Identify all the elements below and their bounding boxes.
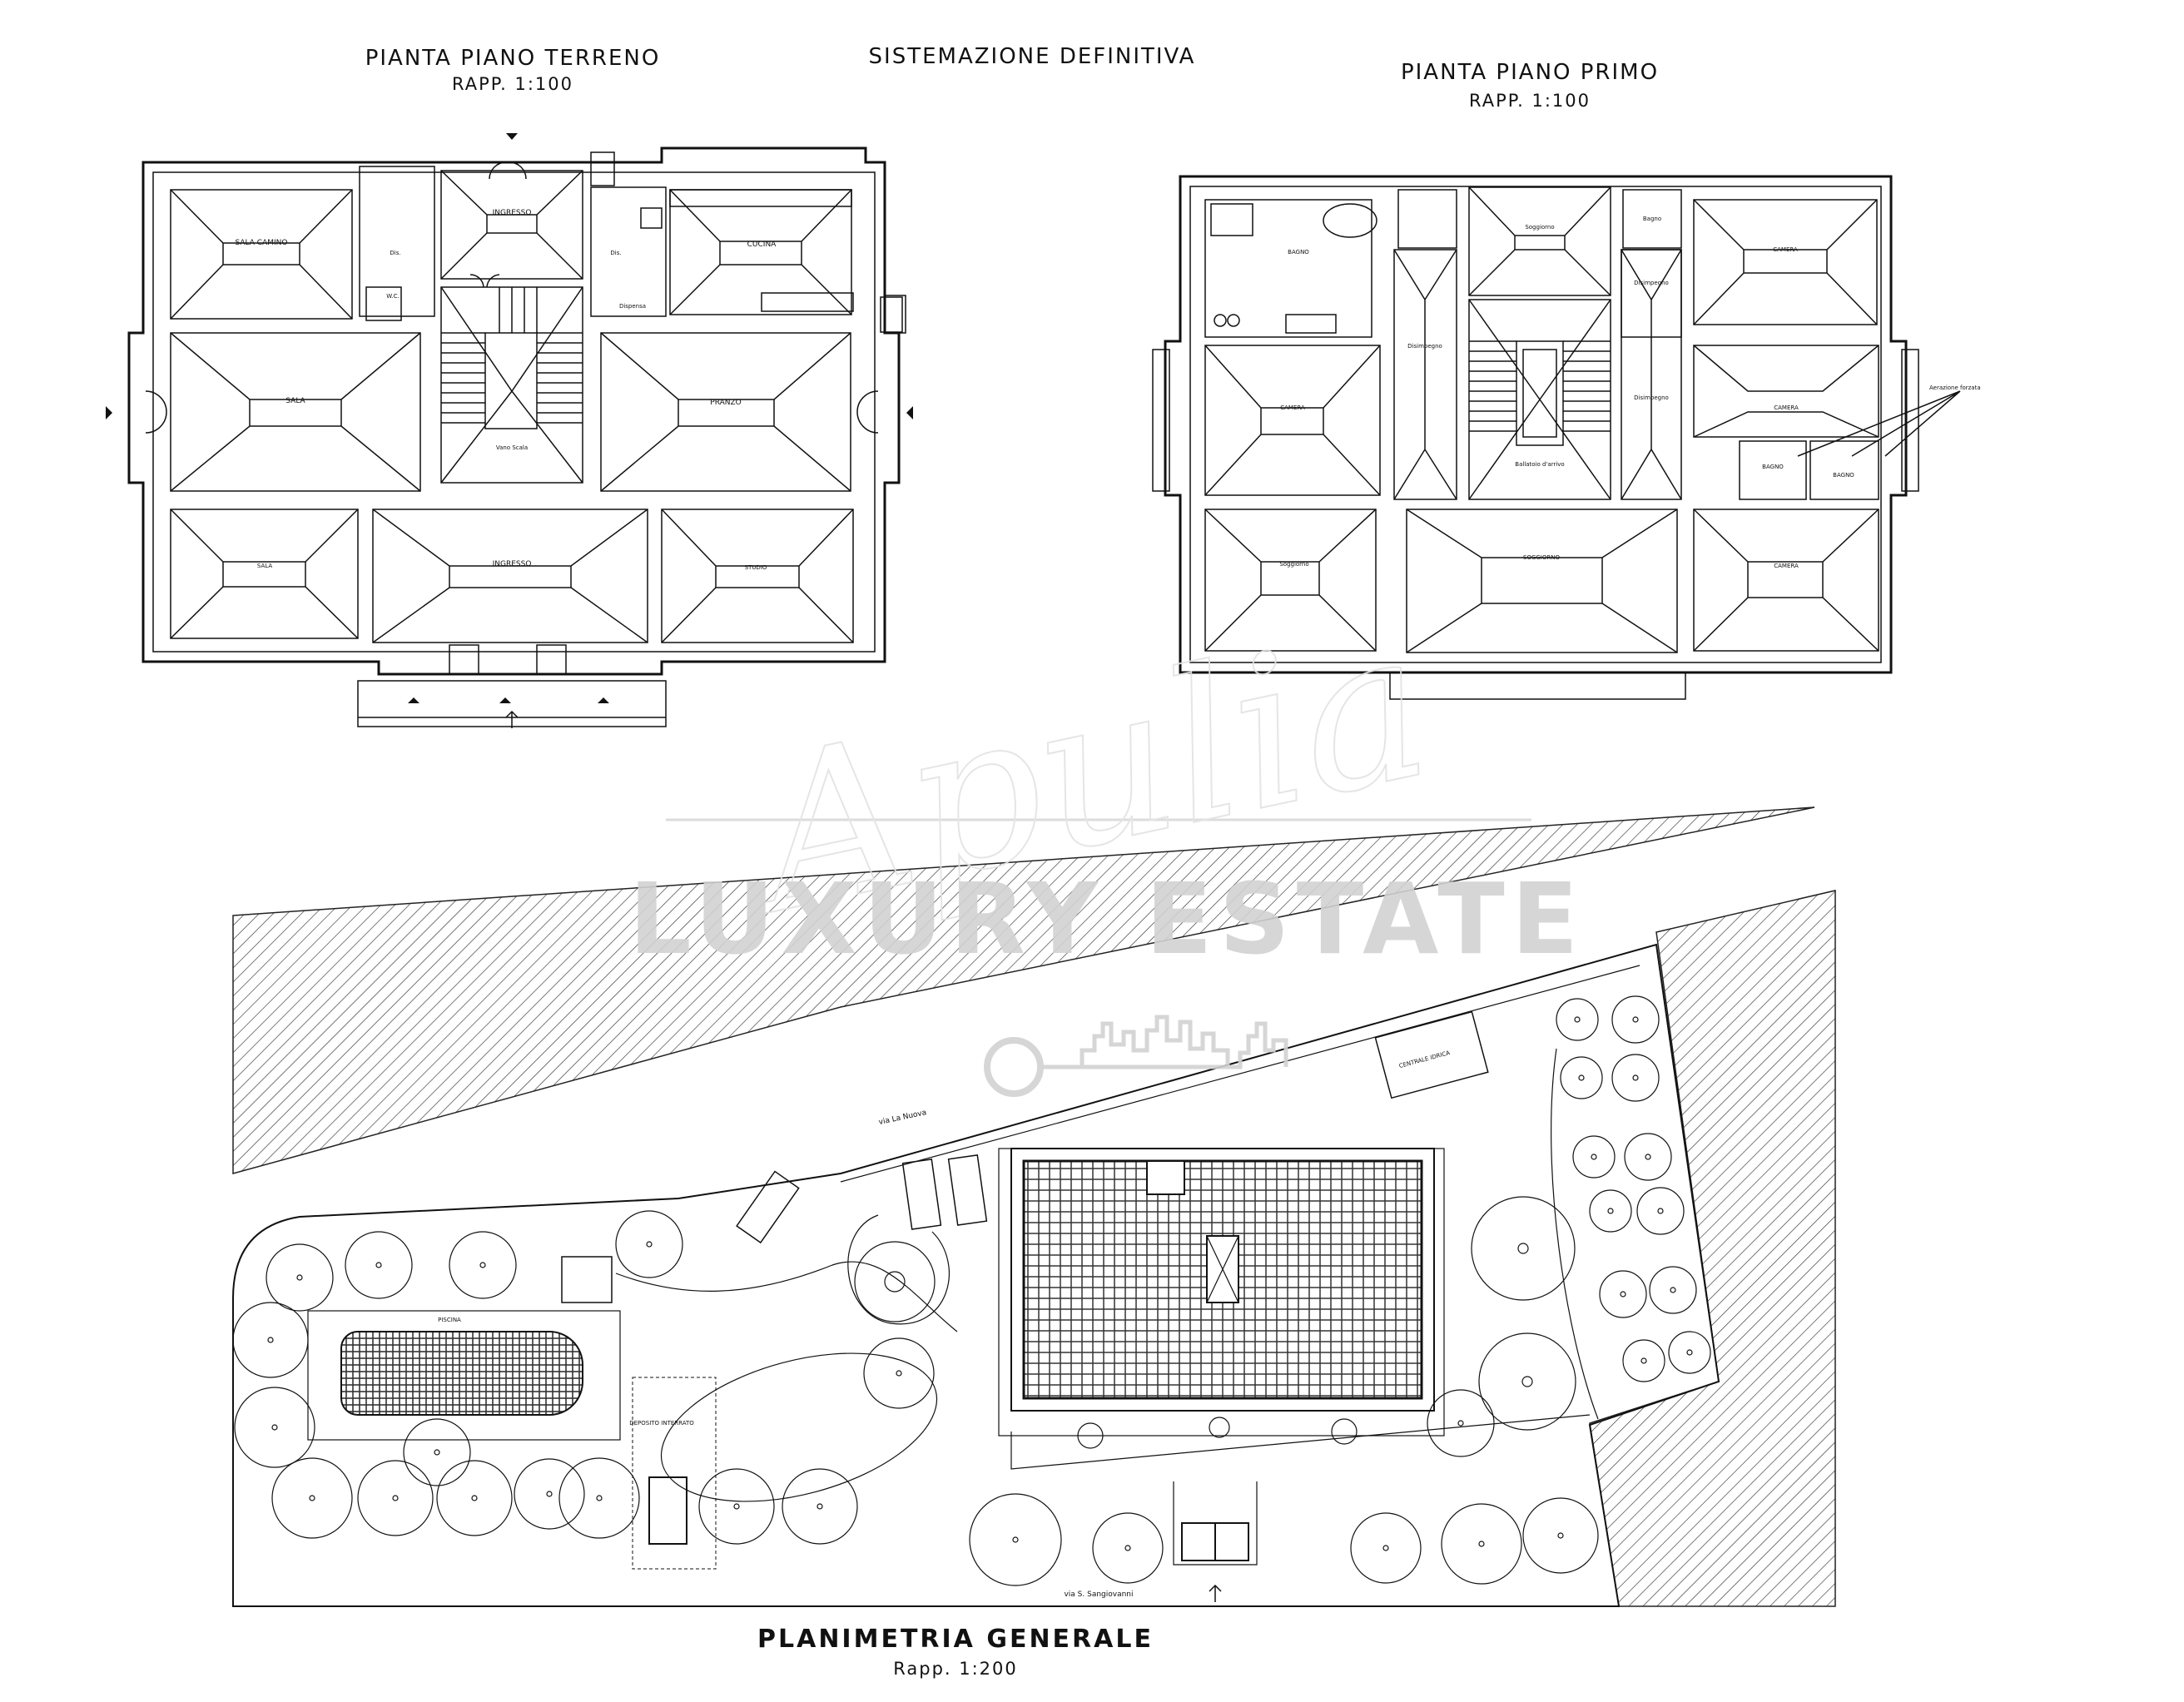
room-dis-left: Dis. <box>390 250 400 256</box>
room-disimpegno-left: Disimpegno <box>1407 343 1442 350</box>
ground-floor-scale: RAPP. 1:100 <box>452 74 573 94</box>
key-icon <box>984 1037 1044 1097</box>
room-disimpegno-right: Disimpegno <box>1634 394 1669 401</box>
street-via-la-nuova: via La Nuova <box>878 1109 927 1127</box>
label-deposito-interrato: DEPOSITO INTERRATO <box>629 1420 694 1427</box>
centrale-idrica <box>1374 1010 1489 1099</box>
first-floor-plan: PIANTA PIANO PRIMO RAPP. 1:100 <box>1152 60 1981 700</box>
room-soggiorno-main: SOGGIORNO <box>1523 554 1560 561</box>
room-pranzo: PRANZO <box>710 399 741 407</box>
room-sala-camino: SALA CAMINO <box>236 239 288 247</box>
room-bagno-left: BAGNO <box>1288 249 1309 256</box>
room-studio: STUDIO <box>745 564 767 571</box>
room-ballatoio: Ballatoio d'arrivo <box>1515 461 1564 468</box>
watermark-main: LUXURY ESTATE <box>629 861 1586 976</box>
hatched-area-north <box>232 806 1815 1174</box>
label-centrale-idrica: CENTRALE IDRICA <box>1398 1049 1451 1069</box>
skyline-icon <box>1040 1015 1288 1069</box>
ground-floor-outer-wall <box>127 146 901 676</box>
site-plan-scale: Rapp. 1:200 <box>893 1659 1018 1679</box>
room-disimpegno-top: Disimpegno <box>1634 280 1669 286</box>
room-sala-bottom: SALA <box>257 563 272 569</box>
room-cucina: CUCINA <box>747 241 777 249</box>
first-floor-title: PIANTA PIANO PRIMO <box>1401 60 1659 85</box>
room-dispensa: Dispensa <box>619 303 646 310</box>
street-via-sangiovanni: via S. Sangiovanni <box>1064 1590 1133 1599</box>
label-piscina: PISCINA <box>438 1317 461 1323</box>
ground-floor-title: PIANTA PIANO TERRENO <box>365 46 661 71</box>
room-bagno-small-1: BAGNO <box>1762 464 1784 470</box>
sheet-title: SISTEMAZIONE DEFINITIVA <box>869 44 1196 69</box>
room-bagno-small-2: BAGNO <box>1833 472 1854 479</box>
first-floor-outer-wall <box>1164 175 1908 674</box>
site-plan-title: PLANIMETRIA GENERALE <box>757 1625 1154 1654</box>
room-camera-tr: CAMERA <box>1773 246 1798 253</box>
room-wc: W.C. <box>386 293 399 300</box>
room-bagno-top: Bagno <box>1643 216 1661 222</box>
room-ingresso-top: INGRESSO <box>493 209 532 217</box>
room-sala: SALA <box>285 397 305 405</box>
room-ingresso-main: INGRESSO <box>493 560 532 568</box>
swimming-pool <box>340 1331 583 1416</box>
room-camera-left: CAMERA <box>1280 404 1305 411</box>
room-camera-br: CAMERA <box>1774 563 1799 569</box>
trees <box>232 995 1711 1586</box>
first-floor-scale: RAPP. 1:100 <box>1469 91 1591 111</box>
room-soggiorno-bottom-left: Soggiorno <box>1279 561 1308 568</box>
deposito-tank <box>648 1476 687 1545</box>
room-camera-right: CAMERA <box>1774 404 1799 411</box>
property-boundary <box>232 943 1720 1607</box>
ground-floor-plan: PIANTA PIANO TERRENO RAPP. 1:100 <box>106 46 913 728</box>
room-dis-right: Dis. <box>610 250 621 256</box>
watermark: Apulia LUXURY ESTATE <box>629 581 1586 1097</box>
room-vano-scala: Vano Scala <box>496 444 528 451</box>
site-plan: via La Nuova via S. Sangiovanni PISCINA … <box>232 806 1836 1679</box>
room-soggiorno-top: Soggiorno <box>1525 224 1554 231</box>
note-aerazione-forzata: Aerazione forzata <box>1929 385 1981 391</box>
